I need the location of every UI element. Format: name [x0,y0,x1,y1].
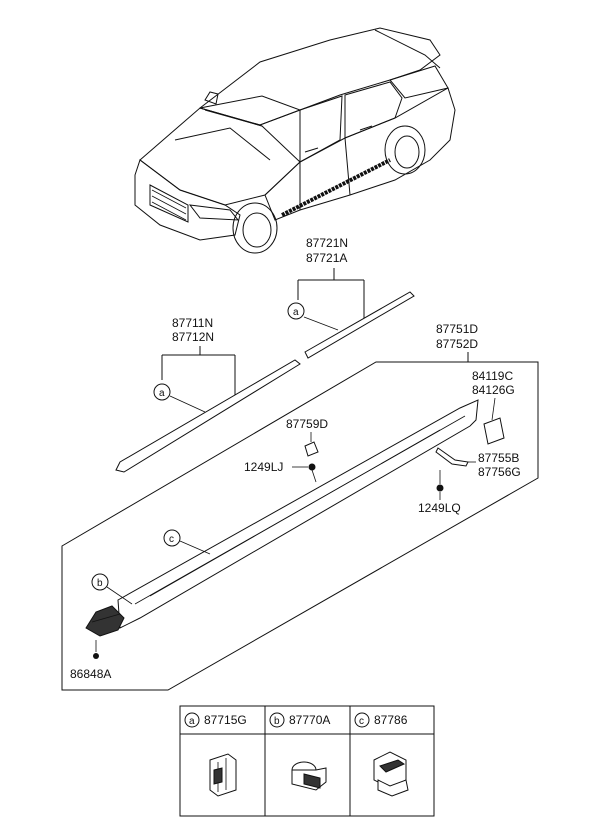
label-87756g: 87756G [478,465,521,479]
legend-table: a 87715G b 87770A c 87786 [179,705,435,817]
legend-part-a: 87715G [204,713,247,727]
label-87721n: 87721N [306,236,348,250]
label-87712n: 87712N [172,330,214,344]
label-84126g: 84126G [472,383,515,397]
front-door-molding: 87711N 87712N a [115,316,301,473]
marker-a-lower [153,383,171,401]
legend-letter-b: b [274,716,280,727]
side-sill-assembly: 87751D 87752D 84119C 84126G 87759D 1249L… [61,322,539,691]
marker-a-lower-letter: a [159,388,165,399]
marker-c [163,529,181,547]
label-86848a: 86848A [70,667,111,681]
label-87759d: 87759D [286,417,328,431]
car-illustration [134,27,456,254]
legend-part-b: 87770A [289,713,330,727]
rear-door-molding: 87721N 87721A a [287,236,415,359]
legend-letter-c: c [359,716,364,727]
marker-a-upper [287,302,305,320]
marker-b [91,573,109,591]
label-84119c: 84119C [472,369,513,383]
label-1249lj: 1249LJ [244,460,283,474]
label-87755b: 87755B [478,451,519,465]
marker-a-upper-letter: a [293,307,299,318]
legend-part-c: 87786 [374,713,408,727]
clip-87786-icon [373,751,409,797]
clip-87715g-icon [209,753,237,797]
legend-letter-a: a [189,716,195,727]
label-1249lq: 1249LQ [418,501,461,515]
clip-87770a-icon [291,761,327,791]
marker-b-letter: b [97,578,103,589]
label-87711n: 87711N [172,316,213,330]
label-87752d: 87752D [436,337,478,351]
label-87751d: 87751D [436,322,478,336]
marker-c-letter: c [169,534,174,545]
label-87721a: 87721A [306,251,347,265]
